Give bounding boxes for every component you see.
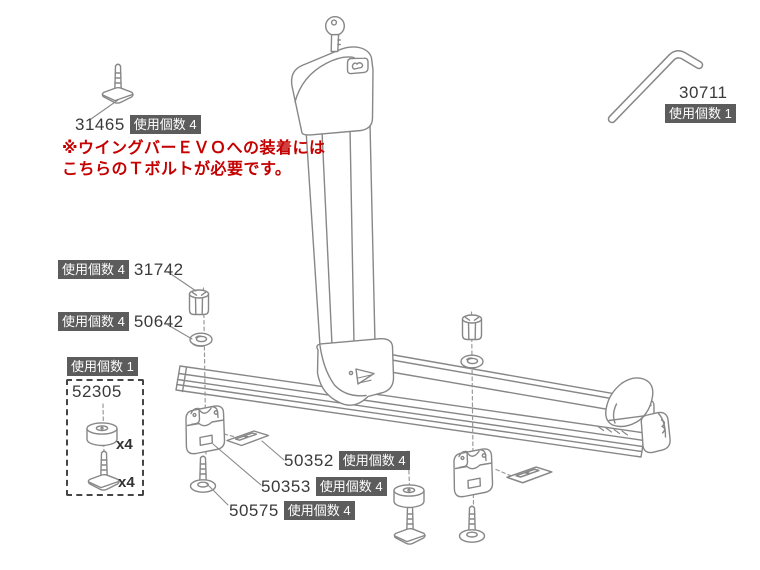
mount-plate-drawing-left xyxy=(226,430,270,447)
flange-bolt-drawing-right xyxy=(458,505,486,543)
washer-drawing-right xyxy=(460,354,484,369)
usage-badge-31465: 使用個数 4 xyxy=(129,115,201,134)
part-number-30711: 30711 xyxy=(679,83,728,102)
end-cap-drawing xyxy=(640,411,671,454)
kit-52305-box: 52305 x4 x4 xyxy=(66,379,144,496)
note-line-2: こちらのＴボルトが必要です。 xyxy=(62,161,292,178)
usage-badge-50642: 使用個数 4 xyxy=(58,312,129,331)
label-50575: 50575 使用個数 4 xyxy=(229,501,355,520)
label-31742: 使用個数 4 31742 xyxy=(58,260,184,279)
compatibility-note: ※ウイングバーＥＶＯへの装着には こちらのＴボルトが必要です。 xyxy=(62,138,326,180)
usage-badge-50352: 使用個数 4 xyxy=(338,451,410,470)
wheel-stop-drawing xyxy=(605,377,654,428)
label-50353: 50353 使用個数 4 xyxy=(261,477,387,496)
t-bolt-drawing-bottom-right xyxy=(393,504,426,545)
label-30711: 30711 使用個数 1 xyxy=(665,84,736,123)
washer-drawing-left xyxy=(189,332,213,347)
part-number-31742: 31742 xyxy=(133,259,184,279)
usage-badge-50353: 使用個数 4 xyxy=(315,477,387,496)
part-number-52305: 52305 xyxy=(72,382,122,401)
note-line-1: ※ウイングバーＥＶＯへの装着には xyxy=(62,140,326,157)
hex-nut-drawing-left xyxy=(188,289,210,316)
label-50352: 50352 使用個数 4 xyxy=(284,451,410,470)
clamp-bracket-drawing-right xyxy=(453,448,494,498)
kit-tbolt-quantity: x4 xyxy=(118,474,135,491)
part-number-50575: 50575 xyxy=(229,500,279,520)
usage-badge-52305: 使用個数 1 xyxy=(67,357,138,376)
kit-knob-quantity: x4 xyxy=(116,436,133,453)
key-drawing xyxy=(325,16,346,53)
usage-badge-31742: 使用個数 4 xyxy=(58,260,129,279)
part-number-50642: 50642 xyxy=(133,311,184,331)
leader-lines xyxy=(90,99,285,506)
lock-head-drawing xyxy=(290,46,374,136)
t-bolt-drawing-31465 xyxy=(101,63,134,104)
label-31465: 31465 使用個数 4 xyxy=(75,115,201,134)
hex-key-drawing xyxy=(607,50,704,124)
hex-nut-drawing-right xyxy=(461,314,483,341)
knob-spacer-drawing-bottom-right xyxy=(393,484,425,509)
wheel-tray-rail-drawing xyxy=(175,365,646,458)
usage-badge-50575: 使用個数 4 xyxy=(283,501,355,520)
clamp-bracket-drawing-left xyxy=(185,405,226,455)
label-50642: 使用個数 4 50642 xyxy=(58,312,184,331)
part-number-50353: 50353 xyxy=(261,476,311,496)
part-number-50352: 50352 xyxy=(284,450,334,470)
frame-joint-drawing xyxy=(316,338,395,406)
usage-badge-30711: 使用個数 1 xyxy=(665,104,736,123)
mount-plate-drawing-right xyxy=(506,466,553,484)
flange-bolt-drawing-left xyxy=(189,455,217,493)
part-number-31465: 31465 xyxy=(75,114,125,134)
